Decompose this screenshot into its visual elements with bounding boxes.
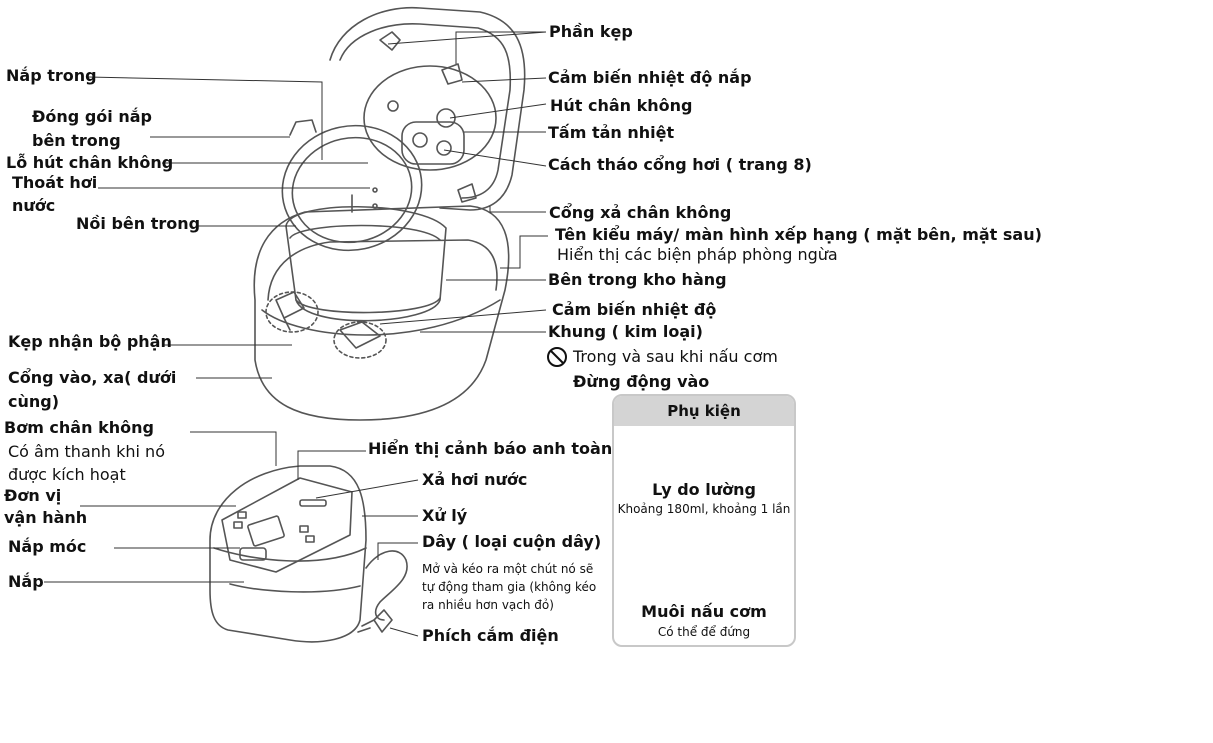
accessories-panel: Phụ kiện Ly do lường Khoảng 180ml, khoản… [612, 394, 796, 647]
prohibited-icon [547, 347, 567, 367]
label-khung: Khung ( kim loại) [548, 322, 703, 341]
label-dung-dong: Đừng động vào [573, 372, 710, 391]
label-dong-goi-2: bên trong [32, 131, 121, 150]
label-bom-1: Bơm chân không [4, 418, 154, 437]
label-cam-bien-nap: Cảm biến nhiệt độ nắp [548, 68, 752, 87]
label-kep-nhan: Kẹp nhận bộ phận [8, 332, 172, 351]
label-nap-trong: Nắp trong [6, 66, 97, 85]
label-phan-kep: Phần kẹp [549, 22, 633, 41]
label-noi-ben-trong: Nồi bên trong [76, 214, 201, 233]
label-bom-3: được kích hoạt [8, 465, 126, 484]
measuring-cup-note: Khoảng 180ml, khoảng 1 lần [617, 502, 791, 516]
closed-cooker-drawing [209, 465, 408, 643]
label-ben-trong-kho: Bên trong kho hàng [548, 270, 727, 289]
label-day-note-1: Mở và kéo ra một chút nó sẽ [422, 562, 594, 576]
label-trong-va-sau: Trong và sau khi nấu cơm [573, 347, 778, 366]
label-cam-bien-nhiet: Cảm biến nhiệt độ [552, 300, 717, 319]
measuring-cup-name: Ly do lường [652, 480, 756, 499]
label-day-note-3: ra nhiều hơn vạch đỏ) [422, 598, 554, 612]
label-dong-goi-1: Đóng gói nắp [32, 107, 152, 126]
label-bom-2: Có âm thanh khi nó [8, 442, 165, 461]
open-cooker-drawing [253, 6, 526, 421]
label-hut-chan-khong: Hút chân không [550, 96, 693, 115]
label-ten-kieu-may: Tên kiểu máy/ màn hình xếp hạng ( mặt bê… [555, 225, 1042, 244]
label-lo-hut: Lỗ hút chân không [6, 153, 174, 172]
label-cong-xa: Cổng xả chân không [549, 203, 732, 222]
label-xa-hoi: Xả hơi nước [422, 470, 528, 489]
label-thoat-hoi-2: nước [12, 196, 56, 215]
label-tam-tan-nhiet: Tấm tản nhiệt [548, 123, 675, 142]
accessories-title: Phụ kiện [614, 396, 794, 426]
label-cong-vao-2: cùng) [8, 392, 60, 411]
label-day-note-2: tự động tham gia (không kéo [422, 580, 597, 594]
label-day: Dây ( loại cuộn dây) [422, 532, 602, 551]
label-hien-thi-canh-bao: Hiển thị cảnh báo anh toàn [368, 439, 613, 458]
label-phich-cam: Phích cắm điện [422, 626, 559, 645]
label-nap-moc: Nắp móc [8, 537, 87, 556]
label-nap: Nắp [8, 572, 44, 591]
label-cach-thao: Cách tháo cổng hơi ( trang 8) [548, 155, 812, 174]
label-hien-thi-bien-phap: Hiển thị các biện pháp phòng ngừa [557, 245, 838, 264]
label-thoat-hoi-1: Thoát hơi [12, 173, 98, 192]
label-don-vi-2: vận hành [4, 508, 88, 527]
label-cong-vao-1: Cổng vào, xa( dưới [8, 368, 177, 387]
label-xu-ly: Xử lý [422, 506, 468, 525]
rice-scoop-name: Muôi nấu cơm [641, 602, 767, 621]
label-don-vi-1: Đơn vị [4, 486, 62, 505]
rice-scoop-note: Có thể để đứng [657, 625, 751, 639]
